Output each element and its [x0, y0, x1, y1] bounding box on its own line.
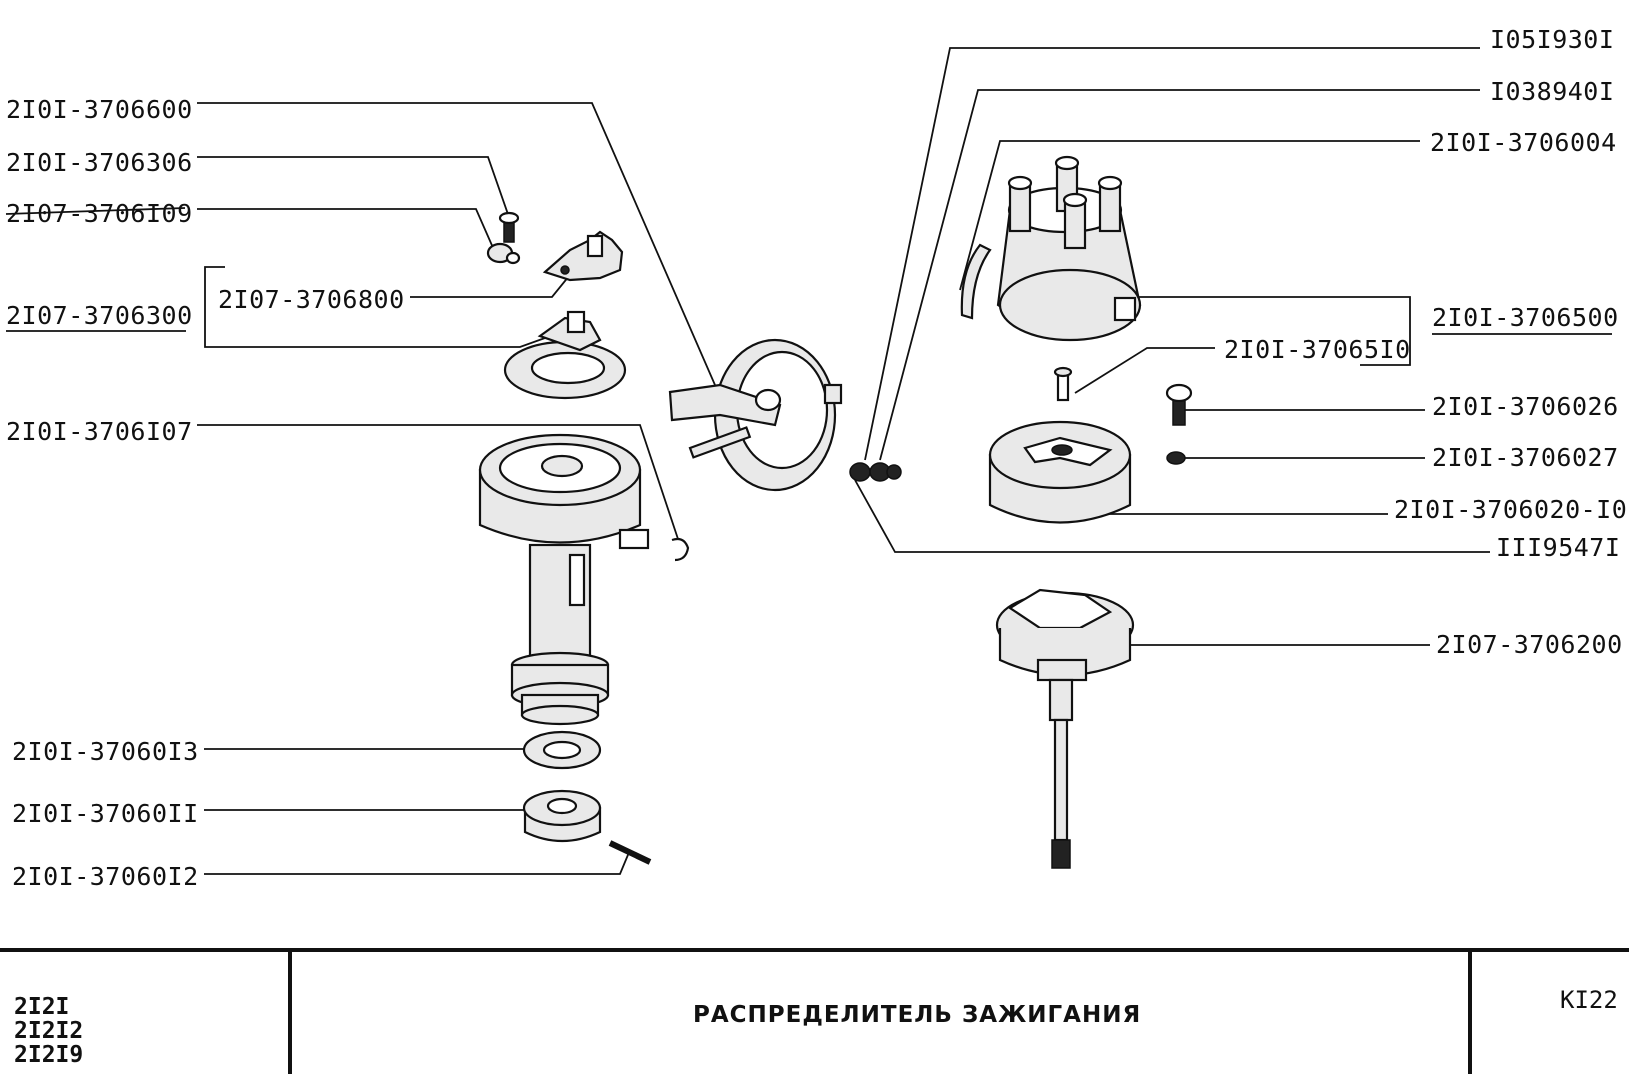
breaker-plate-part [503, 310, 627, 400]
label-1119547: III9547I [1496, 533, 1620, 562]
label-2101-3706027: 2I0I-3706027 [1432, 443, 1619, 472]
label-2101-3706510: 2I0I-37065I0 [1224, 335, 1411, 364]
label-2101-3706600: 2I0I-3706600 [6, 95, 193, 124]
title-block: 2I2I 2I2I2 2I2I9 РАСПРЕДЕЛИТЕЛЬ ЗАЖИГАНИ… [0, 948, 1629, 1074]
label-2101-3706013: 2I0I-37060I3 [12, 737, 199, 766]
label-2107-3706300: 2I07-3706300 [6, 301, 193, 330]
pin-part [608, 840, 652, 865]
label-2101-3706306: 2I0I-3706306 [6, 148, 193, 177]
screw-nut-pair-part [849, 462, 902, 482]
carbon-electrode-part [1053, 366, 1073, 402]
label-2101-3706026: 2I0I-3706026 [1432, 392, 1619, 421]
rotor-part [988, 420, 1132, 524]
label-2101-3706011: 2I0I-37060II [12, 799, 199, 828]
leader-lines-left [197, 102, 716, 875]
label-1051930: I05I930I [1490, 25, 1614, 54]
label-2107-3706200: 2I07-3706200 [1436, 630, 1623, 659]
strike-line [5, 207, 186, 215]
leader-lines-right [854, 47, 1490, 646]
label-2101-3706004: 2I0I-3706004 [1430, 128, 1617, 157]
shaft-assembly-part [995, 588, 1135, 869]
screw-part [498, 211, 520, 243]
label-2101-3706020-10: 2I0I-3706020-I0 [1394, 495, 1627, 524]
washer-clip-part [486, 242, 521, 265]
model-number-2: 2I2I2 [14, 1018, 83, 1044]
washer-part [522, 730, 602, 770]
small-washer-part [1166, 451, 1186, 465]
label-2101-3706107: 2I0I-3706I07 [6, 417, 193, 446]
label-2107-3706800: 2I07-3706800 [218, 285, 405, 314]
spring-clip-part [960, 243, 992, 320]
contact-group-part [542, 230, 624, 282]
model-number-3: 2I2I9 [14, 1042, 83, 1068]
rotor-screw-part [1165, 383, 1193, 426]
label-1038940: I038940I [1490, 77, 1614, 106]
vacuum-regulator-part [668, 338, 843, 492]
distributor-cap-part [996, 155, 1142, 342]
distributor-housing-part [478, 433, 650, 726]
sheet-code: KI22 [1560, 986, 1618, 1014]
label-2101-3706500: 2I0I-3706500 [1432, 303, 1619, 332]
drawing-title: РАСПРЕДЕЛИТЕЛЬ ЗАЖИГАНИЯ [693, 1002, 1141, 1028]
coupling-part [522, 789, 602, 842]
model-number-1: 2I2I [14, 994, 69, 1020]
label-2101-3706012: 2I0I-37060I2 [12, 862, 199, 891]
oiler-clip-part [671, 537, 690, 562]
